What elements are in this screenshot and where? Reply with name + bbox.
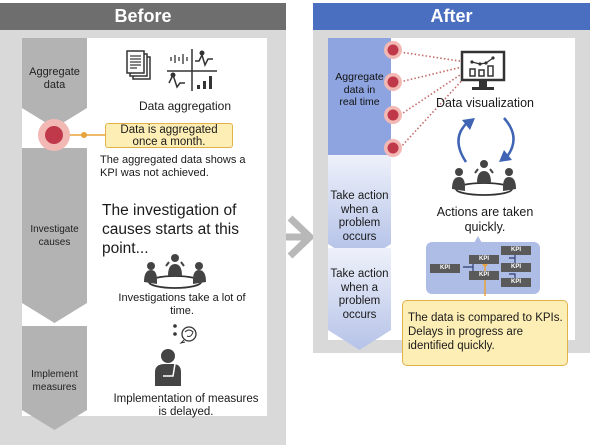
monitor-chart-icon — [460, 50, 506, 90]
investigation-heading: The investigation of causes starts at th… — [102, 201, 272, 258]
kpi-box-level3: KPI — [501, 246, 531, 255]
marker-dot — [45, 126, 63, 144]
implementation-delayed-text: Implementation of measures is delayed. — [97, 393, 275, 419]
meeting-table-icon — [452, 160, 516, 196]
label-line: when a — [340, 281, 379, 294]
transition-arrow-icon — [286, 215, 316, 259]
marker — [384, 73, 402, 91]
label-line: Implement — [31, 369, 78, 380]
after-stage-aggregate-shape — [328, 38, 391, 155]
kpi-box-level3: KPI — [501, 263, 531, 272]
text-line: Actions are taken — [436, 205, 534, 219]
text-line: The aggregated data shows a — [100, 154, 246, 166]
before-header: Before — [0, 3, 286, 30]
before-stage-aggregate-shape — [22, 38, 87, 128]
marker — [384, 139, 402, 157]
text-line: quickly. — [464, 220, 506, 234]
before-stage-implement-shape — [22, 326, 87, 430]
connector-line — [399, 51, 467, 63]
callout-line: Data is aggregated — [120, 124, 218, 136]
kpi-box-level3: KPI — [501, 278, 531, 287]
label-line: Investigate — [30, 224, 79, 235]
text-line: KPI was not achieved. — [100, 167, 209, 179]
kpi-not-achieved-text: The aggregated data shows a KPI was not … — [100, 154, 270, 180]
data-visualization-caption: Data visualization — [436, 96, 534, 110]
label-line: causes — [38, 237, 71, 248]
text-line: time. — [170, 305, 194, 317]
after-stage-column — [328, 38, 391, 350]
callout-line: identified quickly. — [408, 340, 495, 352]
heading-line: The investigation of — [102, 202, 237, 219]
label-line: real time — [339, 96, 380, 108]
label-line: measures — [32, 382, 77, 393]
data-aggregation-caption: Data aggregation — [138, 99, 232, 113]
documents-icon — [126, 50, 151, 80]
before-stage-label-aggregate: Aggregate data — [22, 66, 87, 92]
thought-bubble-icon — [181, 326, 197, 342]
before-callout: Data is aggregated once a month. — [105, 123, 233, 148]
label-line: Aggregate — [335, 71, 384, 83]
after-header: After — [313, 3, 590, 30]
callout-line: Delays in progress are — [408, 326, 524, 338]
before-marker — [38, 119, 106, 151]
text-line: Implementation of measures — [113, 393, 259, 405]
after-stage-label-action-1: Take action when a problem occurs — [328, 190, 391, 244]
label-line: problem — [338, 217, 381, 229]
thinking-person-icon — [155, 324, 197, 386]
label-line: data — [43, 79, 66, 91]
callout-line: The data is compared to KPIs. — [408, 312, 563, 324]
after-stage-action-shape-1 — [328, 155, 391, 264]
after-callout: The data is compared to KPIs. Delays in … — [402, 300, 568, 366]
label-line: Take action — [330, 268, 389, 280]
actions-taken-text: Actions are taken quickly. — [410, 205, 560, 235]
marker — [384, 41, 402, 59]
before-stage-label-implement: Implement measures — [22, 368, 87, 394]
investigations-take-time-text: Investigations take a lot of time. — [97, 292, 267, 318]
before-stage-label-investigate: Investigate causes — [22, 223, 87, 249]
marker — [384, 106, 402, 124]
realtime-markers — [384, 41, 467, 157]
after-stage-label-aggregate: Aggregate data in real time — [328, 71, 391, 109]
label-line: Take action — [330, 190, 389, 202]
label-line: occurs — [342, 308, 377, 321]
callout-line: once a month. — [132, 136, 206, 148]
kpi-box-root: KPI — [430, 264, 460, 273]
label-line: problem — [338, 295, 381, 307]
meeting-table-icon — [144, 254, 206, 289]
heading-line: causes starts at this — [102, 221, 239, 238]
connector-line — [399, 65, 467, 83]
text-line: Investigations take a lot of — [118, 292, 246, 304]
kpi-box-level2: KPI — [469, 271, 499, 280]
before-stage-investigate-shape — [22, 148, 87, 323]
label-line: Aggregate — [29, 66, 80, 78]
data-aggregation-icon — [126, 49, 217, 91]
after-stage-label-action-2: Take action when a problem occurs — [328, 268, 391, 322]
cycle-arrows-icon — [457, 117, 515, 163]
connector-line — [399, 75, 467, 149]
text-line: is delayed. — [158, 406, 214, 418]
heading-line: point... — [102, 240, 149, 257]
label-line: when a — [340, 203, 379, 216]
signal-chart-icon — [167, 49, 217, 91]
label-line: occurs — [342, 230, 377, 243]
kpi-box-level2: KPI — [469, 255, 499, 264]
before-stage-column — [22, 38, 87, 430]
after-stage-action-shape-2 — [328, 248, 391, 350]
label-line: data in — [343, 83, 376, 96]
